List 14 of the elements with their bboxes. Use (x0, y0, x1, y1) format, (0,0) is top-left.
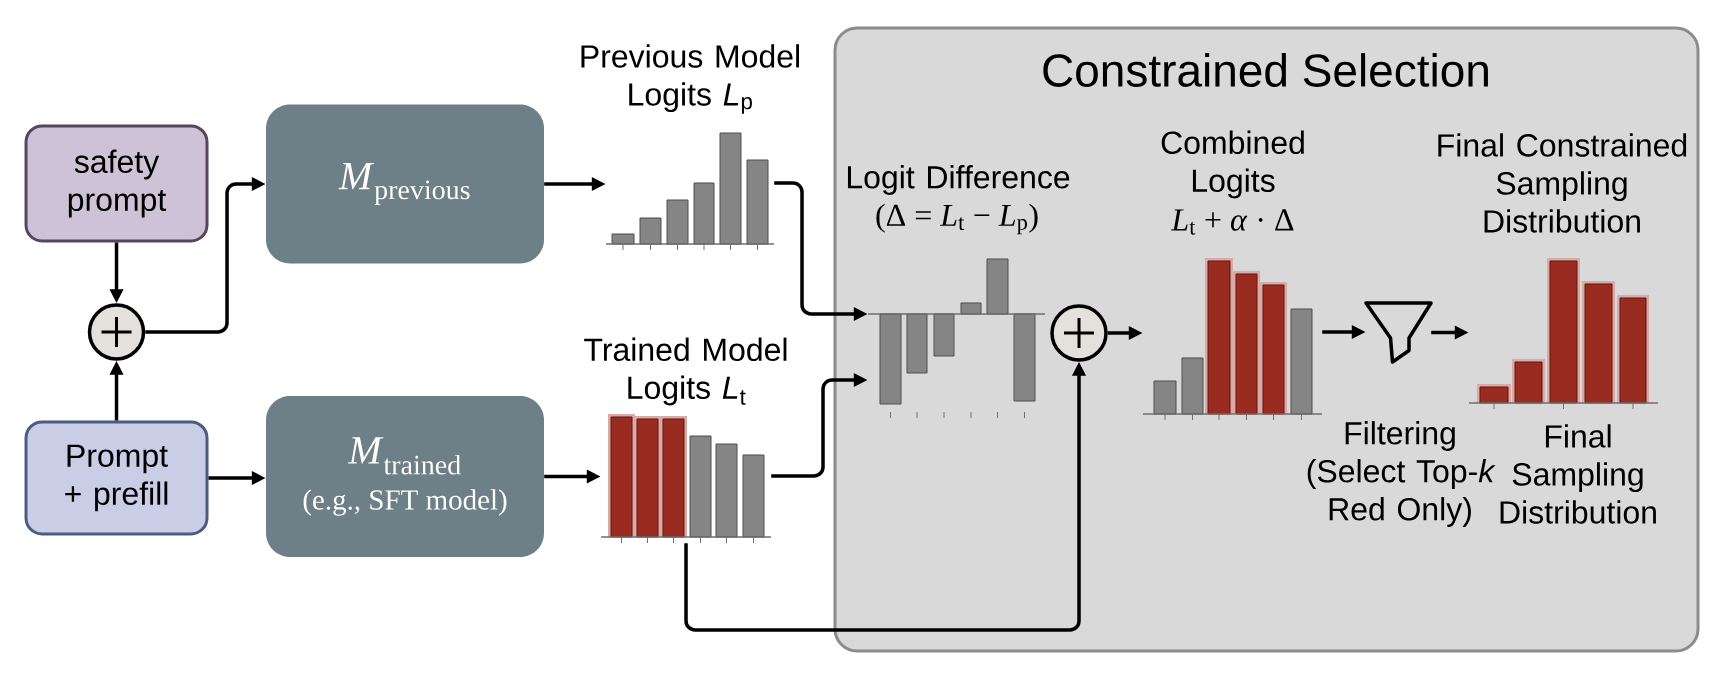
formula: L$_{t}$ + α · Δ (1171, 209, 1294, 235)
formula: (Δ = L$_{t}$ − L$_{p}$) (876, 203, 1038, 235)
chart-caption: Final Sampling Distribution (1500, 424, 1656, 524)
plus-circle (87, 303, 146, 361)
chart-title: Trained Model Logits L$_{t}$ (584, 337, 787, 406)
funnel-icon (1364, 301, 1433, 364)
caption: Filtering (Select Top-k Red Only) (1307, 421, 1496, 527)
chart-title: Logit Difference (847, 165, 1070, 195)
prompt-box: Prompt + prefill (24, 420, 209, 536)
prompt-box: safety prompt (24, 124, 209, 243)
chart-title: Final Constrained Sampling Distribution (1438, 133, 1687, 233)
model-box: M$_{trained}$ (e.g., SFT model) (266, 396, 544, 557)
chart-title: Previous Model Logits L$_{p}$ (581, 44, 799, 114)
model-box: M$_{previous}$ (266, 104, 544, 264)
